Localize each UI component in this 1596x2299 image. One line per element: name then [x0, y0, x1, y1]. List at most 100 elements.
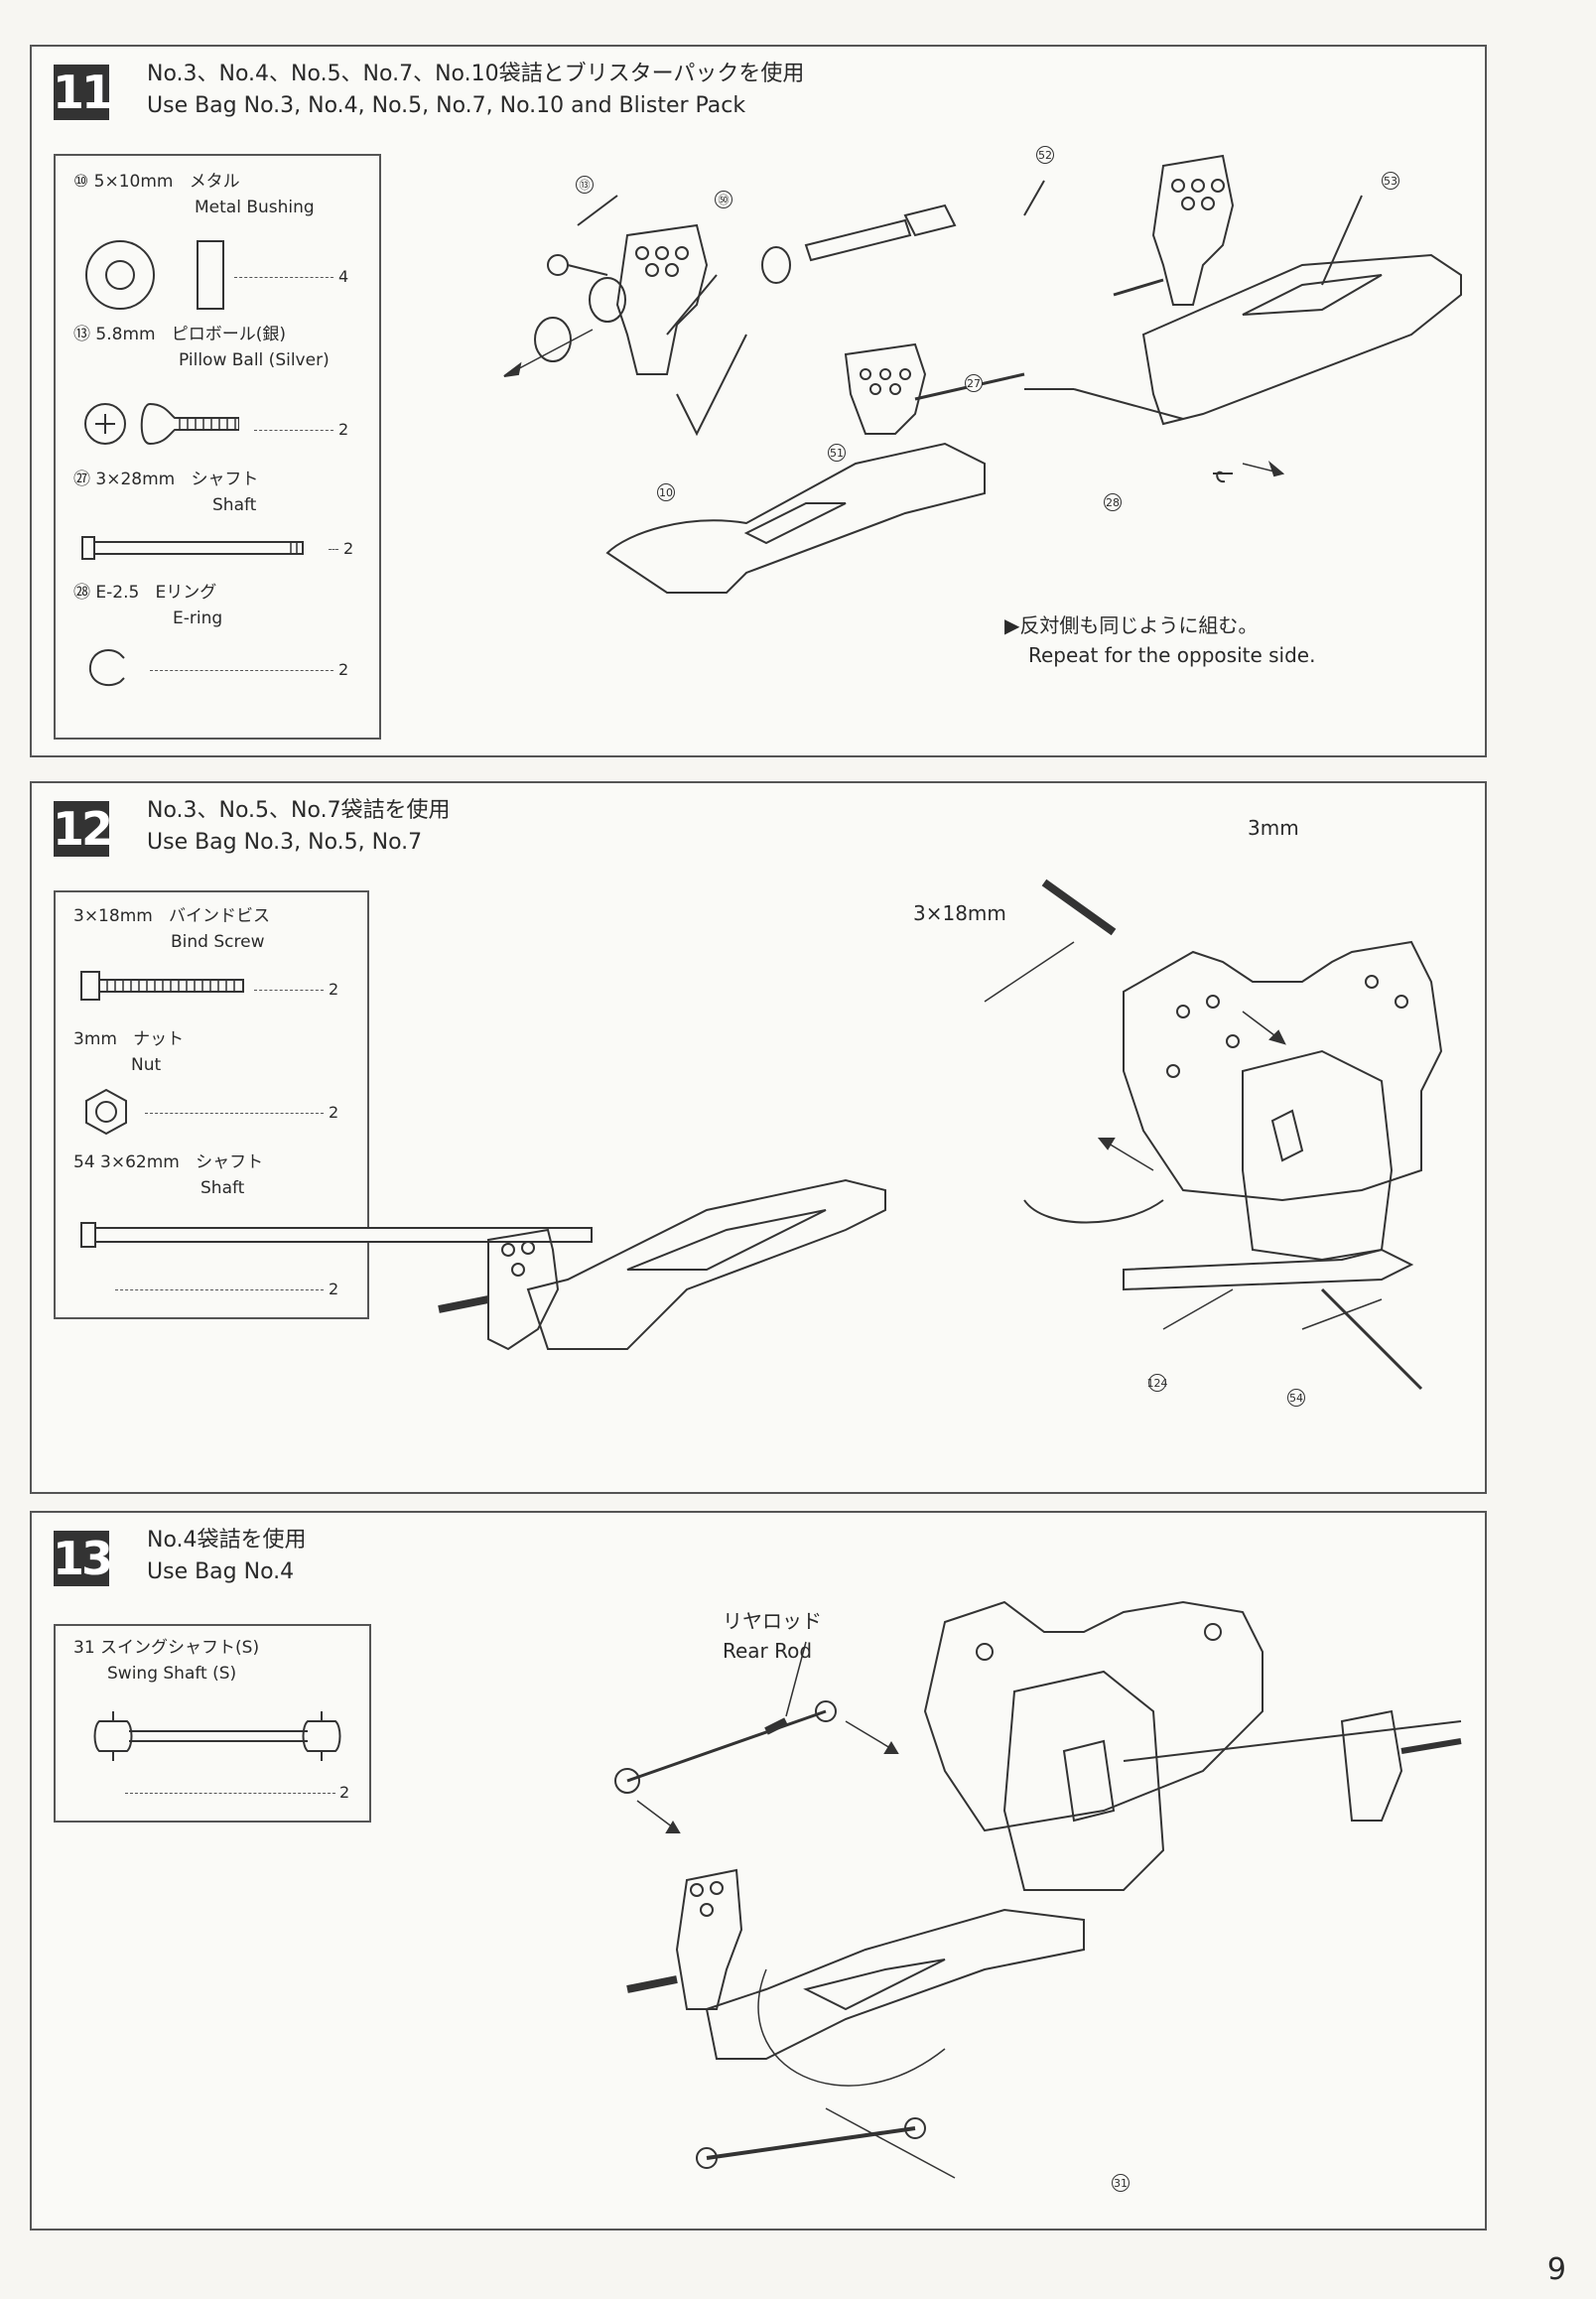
- part-name-en: Nut: [131, 1055, 162, 1075]
- step-title-en: Use Bag No.4: [147, 1559, 295, 1584]
- part-name-jp: シャフト: [196, 1152, 264, 1172]
- callout-marker: 52: [1036, 146, 1054, 164]
- part-ref: ㉗: [73, 470, 90, 489]
- rear-rod-label-jp: リヤロッド: [723, 1609, 822, 1633]
- part-ref: ㉘: [73, 583, 90, 603]
- step-title-jp: No.3、No.4、No.5、No.7、No.10袋詰とブリスターパックを使用: [147, 62, 805, 86]
- step-12-panel: 12 No.3、No.5、No.7袋詰を使用 Use Bag No.3, No.…: [30, 781, 1487, 1494]
- step-title: No.3、No.4、No.5、No.7、No.10袋詰とブリスターパックを使用 …: [147, 59, 804, 122]
- part-label: ㉗ 3×28mm シャフト: [73, 468, 258, 491]
- part-label: ㉘ E-2.5 Eリング: [73, 581, 216, 605]
- part-size: E-2.5: [95, 583, 140, 603]
- part-size: 5×10mm: [93, 172, 174, 192]
- part-qty: 4: [338, 267, 349, 286]
- part-name-jp: ピロボール(銀): [171, 325, 287, 344]
- bind-screw-icon: [80, 971, 244, 1001]
- part-name-en: Shaft: [212, 495, 257, 515]
- part-label: 3mm ナット: [73, 1027, 184, 1051]
- part-name-jp: スイングシャフト(S): [100, 1638, 260, 1658]
- part-name-jp: Eリング: [155, 583, 217, 603]
- part-qty: 2: [338, 660, 349, 679]
- step-title-jp: No.3、No.5、No.7袋詰を使用: [147, 798, 451, 823]
- callout-marker: 124: [1147, 1374, 1168, 1392]
- part-label: 3×18mm バインドビス: [73, 904, 270, 928]
- part-name-en: Bind Screw: [171, 932, 265, 952]
- part-name-jp: バインドビス: [169, 906, 271, 926]
- step-title: No.4袋詰を使用 Use Bag No.4: [147, 1525, 307, 1588]
- qty-leader: [329, 549, 338, 550]
- repeat-note: ▶反対側も同じように組む。 Repeat for the opposite si…: [1004, 610, 1315, 670]
- part-size: 3×28mm: [95, 470, 176, 489]
- step-title-en: Use Bag No.3, No.5, No.7: [147, 830, 423, 855]
- parts-list: 3×18mm バインドビス Bind Screw 2 3mm ナット Nut 2…: [54, 890, 369, 1319]
- callout-marker: 10: [657, 483, 675, 501]
- rear-rod-label-en: Rear Rod: [723, 1639, 813, 1663]
- part-size: 5.8mm: [95, 325, 156, 344]
- part-ref: ⑩: [73, 172, 89, 192]
- rear-rod-label: リヤロッド Rear Rod: [723, 1606, 822, 1666]
- repeat-note-jp: ▶反対側も同じように組む。: [1004, 613, 1259, 637]
- part-label: ⑩ 5×10mm メタル: [73, 170, 240, 194]
- step-number: 12: [53, 801, 113, 857]
- part-ref: 31: [73, 1638, 95, 1658]
- metal-bushing-icon: [85, 240, 224, 310]
- page-number: 9: [1546, 2252, 1566, 2287]
- step-title-jp: No.4袋詰を使用: [147, 1528, 307, 1553]
- step-title: No.3、No.5、No.7袋詰を使用 Use Bag No.3, No.5, …: [147, 795, 451, 859]
- part-ref: 54: [73, 1152, 95, 1172]
- part-name-en: Swing Shaft (S): [107, 1664, 237, 1684]
- parts-list: ⑩ 5×10mm メタル Metal Bushing 4 ⑬ 5.8mm ピロボ…: [54, 154, 381, 740]
- part-label: 31 スイングシャフト(S): [73, 1636, 259, 1660]
- callout-marker: 27: [965, 374, 983, 392]
- screw-size-label: 3×18mm: [913, 901, 1006, 925]
- part-name-en: Metal Bushing: [195, 198, 315, 217]
- part-qty: 2: [329, 1280, 339, 1298]
- callout-marker: 51: [828, 444, 846, 462]
- part-size: 3mm: [73, 1029, 117, 1049]
- callout-marker: 53: [1382, 172, 1399, 190]
- part-qty: 2: [338, 420, 349, 439]
- callout-marker: ⑬: [576, 176, 594, 194]
- part-name-en: E-ring: [173, 609, 223, 628]
- callout-marker: 31: [1112, 2174, 1130, 2192]
- qty-leader: [125, 1793, 335, 1794]
- step-number: 13: [53, 1531, 113, 1586]
- e-ring-icon: [88, 649, 125, 687]
- long-shaft-icon: [80, 1222, 593, 1248]
- parts-list: 31 スイングシャフト(S) Swing Shaft (S) 2: [54, 1624, 371, 1823]
- step-11-panel: 11 No.3、No.4、No.5、No.7、No.10袋詰とブリスターパックを…: [30, 45, 1487, 757]
- part-qty: 2: [329, 1103, 339, 1122]
- step-13-assembly-drawing: [614, 1600, 1462, 2179]
- part-name-jp: ナット: [133, 1029, 185, 1049]
- callout-marker: 54: [1287, 1389, 1305, 1407]
- shaft-icon: [81, 536, 304, 560]
- step-11-assembly-drawing: [503, 154, 1462, 594]
- part-name-jp: シャフト: [191, 470, 259, 489]
- qty-leader: [234, 277, 333, 278]
- qty-leader: [254, 430, 333, 431]
- part-label: 54 3×62mm シャフト: [73, 1150, 263, 1174]
- nut-size-label: 3mm: [1248, 816, 1299, 840]
- qty-leader: [254, 990, 324, 991]
- callout-marker: 28: [1104, 493, 1122, 511]
- step-title-en: Use Bag No.3, No.4, No.5, No.7, No.10 an…: [147, 93, 746, 118]
- part-qty: 2: [339, 1783, 350, 1802]
- step-13-panel: 13 No.4袋詰を使用 Use Bag No.4 31 スイングシャフト(S)…: [30, 1511, 1487, 2231]
- part-name-jp: メタル: [189, 172, 240, 192]
- step-12-assembly-drawing: [438, 879, 1443, 1391]
- part-name-en: Pillow Ball (Silver): [179, 350, 330, 370]
- part-qty: 2: [343, 539, 354, 558]
- qty-leader: [150, 670, 333, 671]
- pillow-ball-icon: [84, 402, 239, 446]
- callout-marker: ㊿: [715, 191, 732, 208]
- part-ref: ⑬: [73, 325, 90, 344]
- part-size: 3×62mm: [100, 1152, 180, 1172]
- part-label: ⑬ 5.8mm ピロボール(銀): [73, 323, 286, 346]
- part-name-en: Shaft: [200, 1178, 245, 1198]
- qty-leader: [145, 1113, 324, 1114]
- nut-icon: [85, 1088, 127, 1136]
- repeat-note-en: Repeat for the opposite side.: [1028, 643, 1316, 667]
- swing-shaft-icon: [93, 1711, 341, 1761]
- qty-leader: [115, 1289, 324, 1290]
- step-number: 11: [53, 65, 113, 120]
